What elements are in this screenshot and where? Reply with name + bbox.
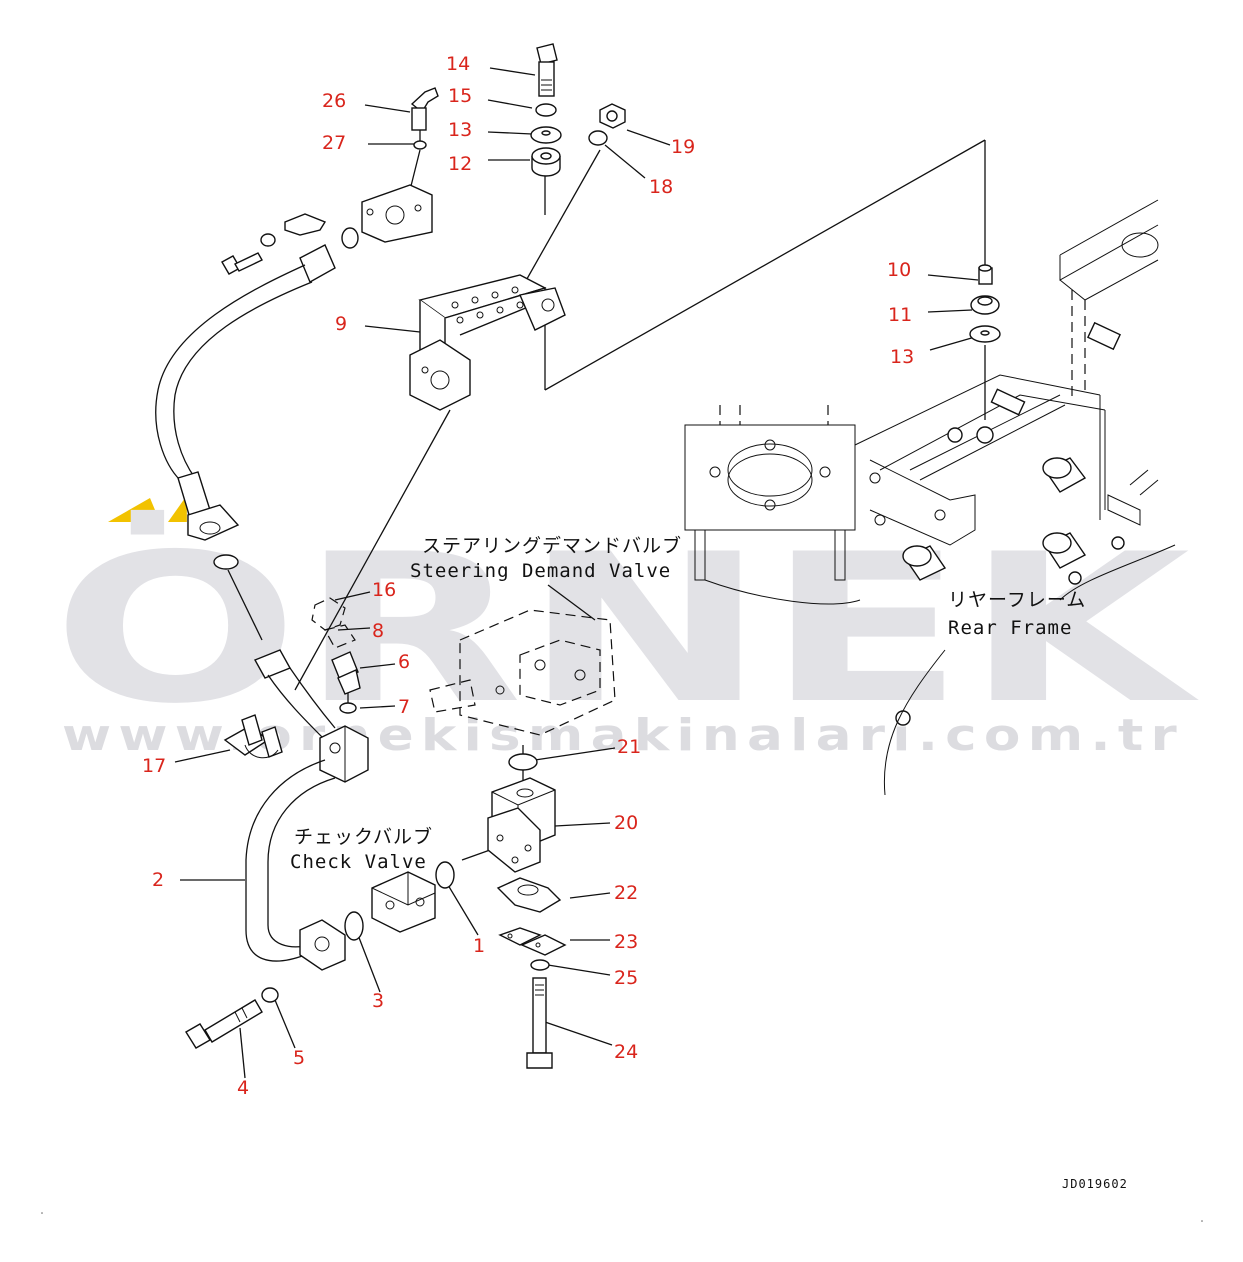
watermark-brand: ÖRNEK (52, 510, 1200, 749)
callout-6: 6 (398, 651, 410, 673)
hose-assembly (155, 244, 336, 541)
part-4-bolt (185, 999, 263, 1049)
callout-20: 20 (614, 812, 638, 834)
o-ring (341, 227, 359, 249)
callout-11: 11 (888, 304, 912, 326)
part-10-pin (978, 264, 993, 285)
part-17-clamp (223, 714, 283, 759)
diagram-labels: ステアリングデマンドバルブ Steering Demand Valve リヤーフ… (290, 534, 1086, 873)
callout-22: 22 (614, 882, 638, 904)
callout-7: 7 (398, 696, 410, 718)
part-13-washer-right (969, 325, 1001, 343)
steering-demand-valve (429, 609, 616, 736)
callout-3: 3 (372, 990, 384, 1012)
part-6-connector (331, 651, 361, 695)
split-flange-clamp (284, 213, 327, 236)
callout-numbers: 14 15 13 12 26 27 19 18 10 11 13 9 16 8 … (142, 53, 914, 1099)
part-24-bolt (526, 977, 553, 1069)
callout-4: 4 (237, 1077, 249, 1099)
corner-dot (1201, 1220, 1203, 1222)
part-12-spacer (531, 147, 561, 177)
part-2-tube (245, 649, 369, 971)
part-21-o-ring (508, 753, 538, 771)
bushing (1042, 532, 1087, 569)
part-25-washer (530, 959, 550, 971)
corner-dot (41, 1212, 43, 1214)
part-16-fitting (311, 597, 346, 631)
part-13-washer (530, 126, 562, 144)
callout-27: 27 (322, 132, 346, 154)
part-23-plate (498, 927, 567, 956)
callout-24: 24 (614, 1041, 638, 1063)
part-27-o-ring (413, 140, 427, 150)
callout-23: 23 (614, 931, 638, 953)
callout-12: 12 (448, 153, 472, 175)
bushing (902, 545, 947, 581)
o-ring (213, 554, 239, 570)
callout-2: 2 (152, 869, 164, 891)
callout-15: 15 (448, 85, 472, 107)
callout-13-right: 13 (890, 346, 914, 368)
drawing-id: JD019602 (1062, 1177, 1128, 1191)
part-22-flange (496, 877, 562, 913)
label-steering-demand-jp: ステアリングデマンドバルブ (422, 534, 682, 557)
callout-18: 18 (649, 176, 673, 198)
part-8-plug (324, 624, 356, 649)
bushing (1042, 457, 1087, 493)
callout-5: 5 (293, 1047, 305, 1069)
rear-frame-drawing (684, 199, 1176, 796)
callout-1: 1 (473, 935, 485, 957)
label-rear-frame-en: Rear Frame (948, 617, 1072, 639)
part-7-o-ring (339, 702, 357, 714)
part-5-washer (261, 987, 279, 1003)
label-check-valve-jp: チェックバルブ (294, 825, 433, 848)
label-rear-frame-jp: リヤーフレーム (948, 589, 1086, 611)
watermark-accent-left (108, 498, 160, 522)
part-15-washer (535, 103, 557, 117)
part-20-valve-block (487, 777, 556, 873)
callout-10: 10 (887, 259, 911, 281)
check-valve (371, 871, 436, 933)
callout-16: 16 (372, 579, 396, 601)
flange-block (361, 184, 433, 243)
part-18-washer (588, 130, 608, 146)
callout-19: 19 (671, 136, 695, 158)
part-9-bracket (409, 274, 566, 411)
part-19-nut (599, 103, 626, 129)
washer (260, 233, 276, 247)
callout-17: 17 (142, 755, 166, 777)
callout-14: 14 (446, 53, 470, 75)
label-check-valve-en: Check Valve (290, 851, 427, 873)
part-1-o-ring (435, 861, 455, 889)
callout-9: 9 (335, 313, 347, 335)
callout-8: 8 (372, 620, 384, 642)
bolt (221, 252, 263, 275)
part-26-elbow-fitting (410, 87, 439, 131)
part-14-bolt (536, 43, 558, 97)
callout-13: 13 (448, 119, 472, 141)
callout-21: 21 (617, 736, 641, 758)
callout-26: 26 (322, 90, 346, 112)
part-3-o-ring (344, 911, 364, 941)
callout-25: 25 (614, 967, 638, 989)
label-steering-demand-en: Steering Demand Valve (410, 560, 671, 582)
part-11-bushing (970, 295, 1000, 315)
